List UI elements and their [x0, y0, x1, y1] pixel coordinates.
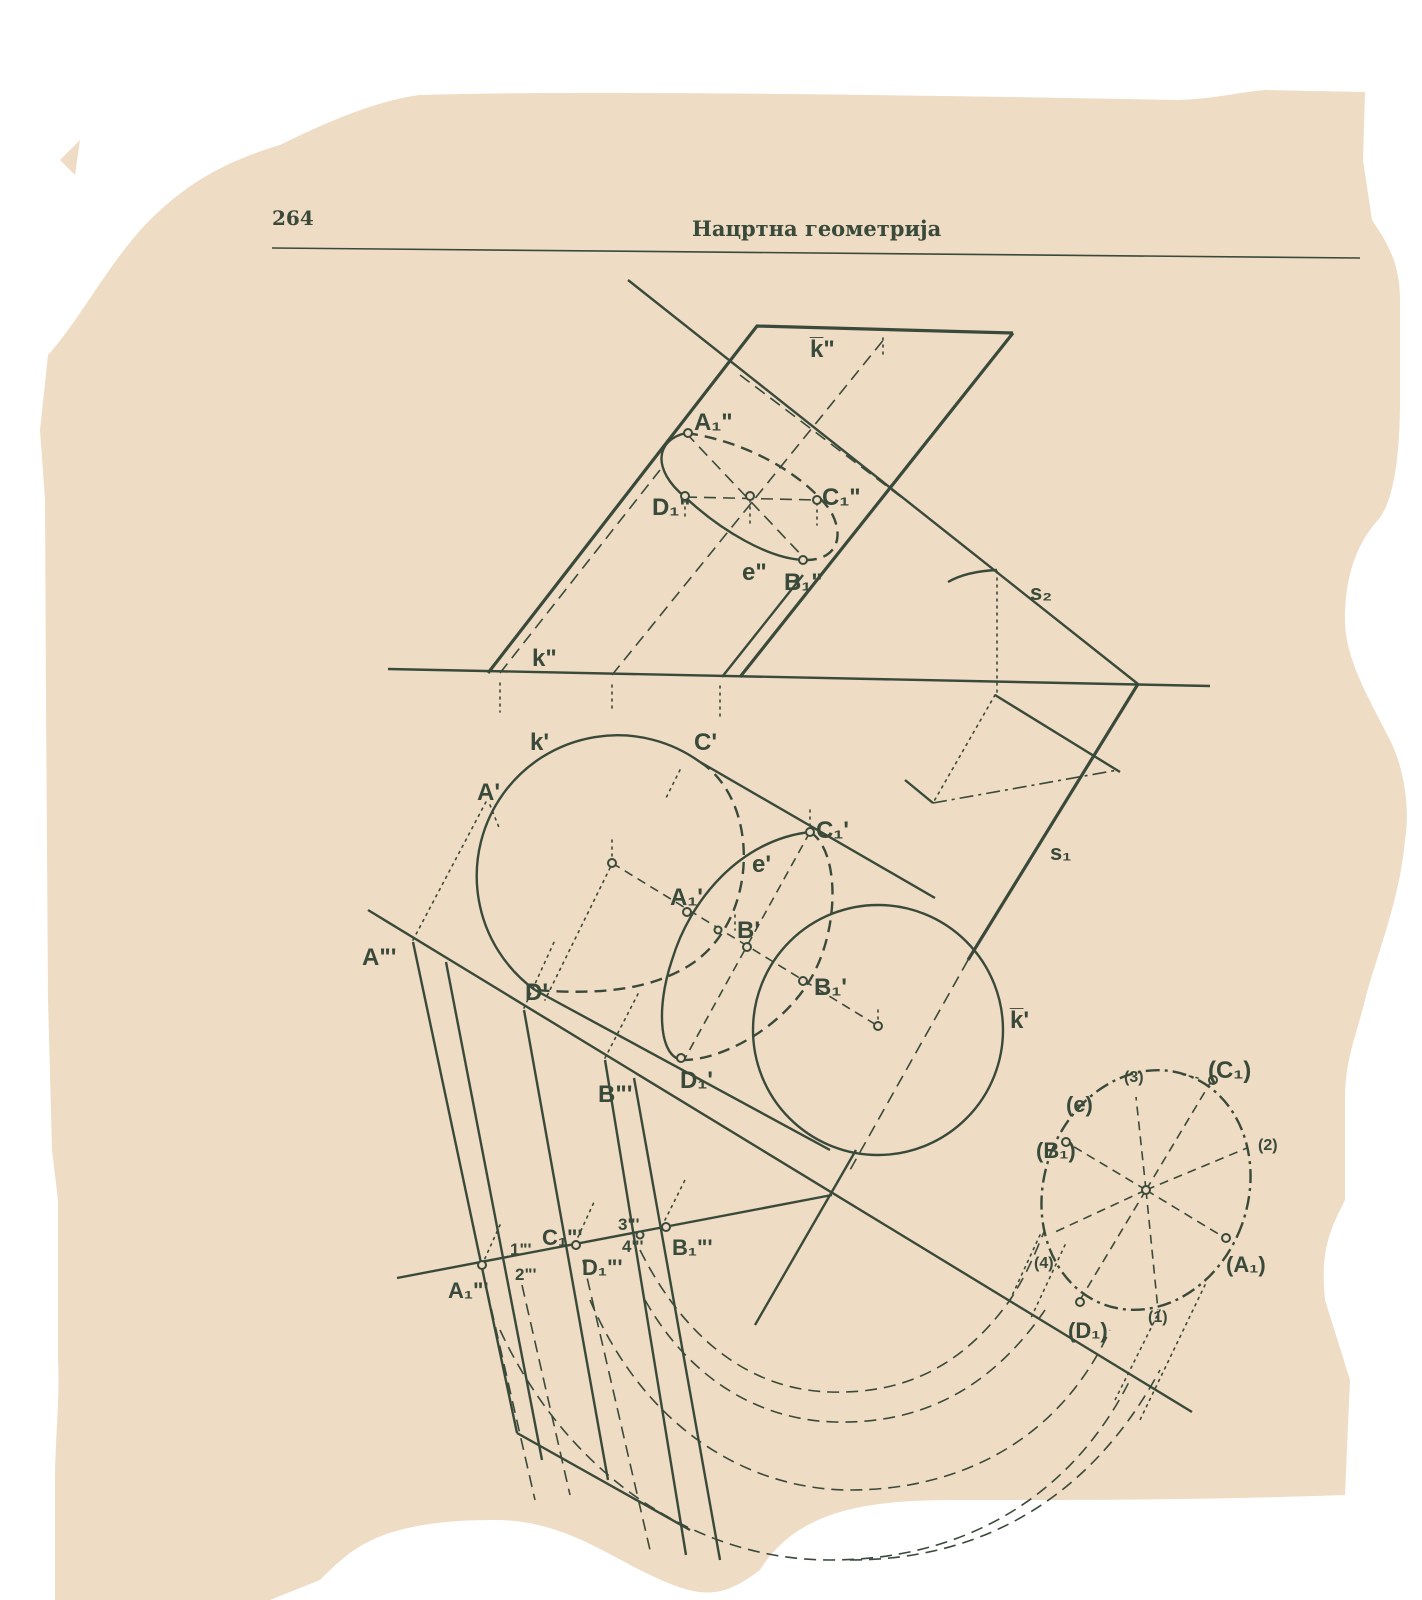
label-3-triple: 3"' [618, 1215, 640, 1234]
label-1-paren: (1) [1148, 1309, 1168, 1326]
label-3-paren: (3) [1124, 1069, 1144, 1086]
label-B1-double: B₁" [784, 569, 823, 596]
label-2-paren: (2) [1258, 1137, 1278, 1154]
label-D1-triple: D₁"' [582, 1255, 623, 1280]
label-k-prime: k' [530, 729, 549, 756]
label-1-triple: 1"' [510, 1240, 532, 1259]
label-A1-triple: A₁"' [448, 1278, 489, 1303]
label-D1-prime: D₁' [680, 1067, 713, 1094]
label-B1-paren: (B₁) [1036, 1138, 1076, 1163]
label-A1-double: A₁" [694, 409, 733, 436]
label-A1-prime: A₁' [670, 884, 703, 911]
auxiliary-construction: s₁ [849, 568, 1140, 1171]
front-view: k̅" A₁" C₁" D₁" B₁" e" k" s₂ [387, 279, 1211, 717]
header-rule [271, 247, 1361, 259]
label-B1-prime: B₁' [814, 974, 847, 1001]
rotation-arcs [499, 1229, 1206, 1561]
label-D-prime: D' [525, 979, 548, 1006]
running-title: Нацртна геометрија [692, 216, 942, 241]
label-k-bar-prime: k̅' [1009, 1007, 1029, 1034]
label-A-prime: A' [477, 779, 500, 806]
label-C-prime: C' [694, 729, 717, 756]
label-B-triple: B"' [598, 1081, 632, 1108]
label-C1-paren: (C₁) [1208, 1057, 1251, 1084]
label-k-bar-double: k̅" [809, 336, 835, 363]
label-C1-triple: C₁"' [542, 1225, 583, 1250]
page-number: 264 [272, 206, 314, 230]
label-s1: s₁ [1050, 840, 1071, 865]
label-A1-paren: (A₁) [1226, 1252, 1266, 1277]
label-e-prime: e' [752, 851, 771, 878]
label-D1-paren: (D₁) [1068, 1318, 1108, 1343]
label-k-double: k" [532, 645, 557, 672]
label-D1-double: D₁" [652, 494, 691, 521]
label-e-double: e" [742, 559, 767, 586]
label-A-triple: A"' [362, 944, 396, 971]
label-4-triple: 4"' [622, 1237, 644, 1256]
label-2-triple: 2"' [515, 1265, 537, 1284]
rotated-view: (3) (C₁) (e) (B₁) (2) (4) (A₁) (D₁) (1) [1034, 1057, 1278, 1343]
label-e-paren: (e) [1066, 1092, 1093, 1117]
paper-sheet [40, 90, 1407, 1600]
label-4-paren: (4) [1034, 1255, 1054, 1272]
side-view: A"' B"' A₁"' 1"' 2"' C₁"' D₁"' 3"' 4"' B… [362, 799, 1193, 1561]
top-view: k' C' A' C₁' e' A₁' B' D' B₁' D₁' k̅' [475, 729, 1029, 1157]
label-B1-triple: B₁"' [672, 1235, 713, 1260]
label-C1-prime: C₁' [816, 817, 849, 844]
label-C1-double: C₁" [822, 484, 861, 511]
label-B-prime: B' [737, 917, 760, 944]
label-s2: s₂ [1030, 580, 1052, 605]
